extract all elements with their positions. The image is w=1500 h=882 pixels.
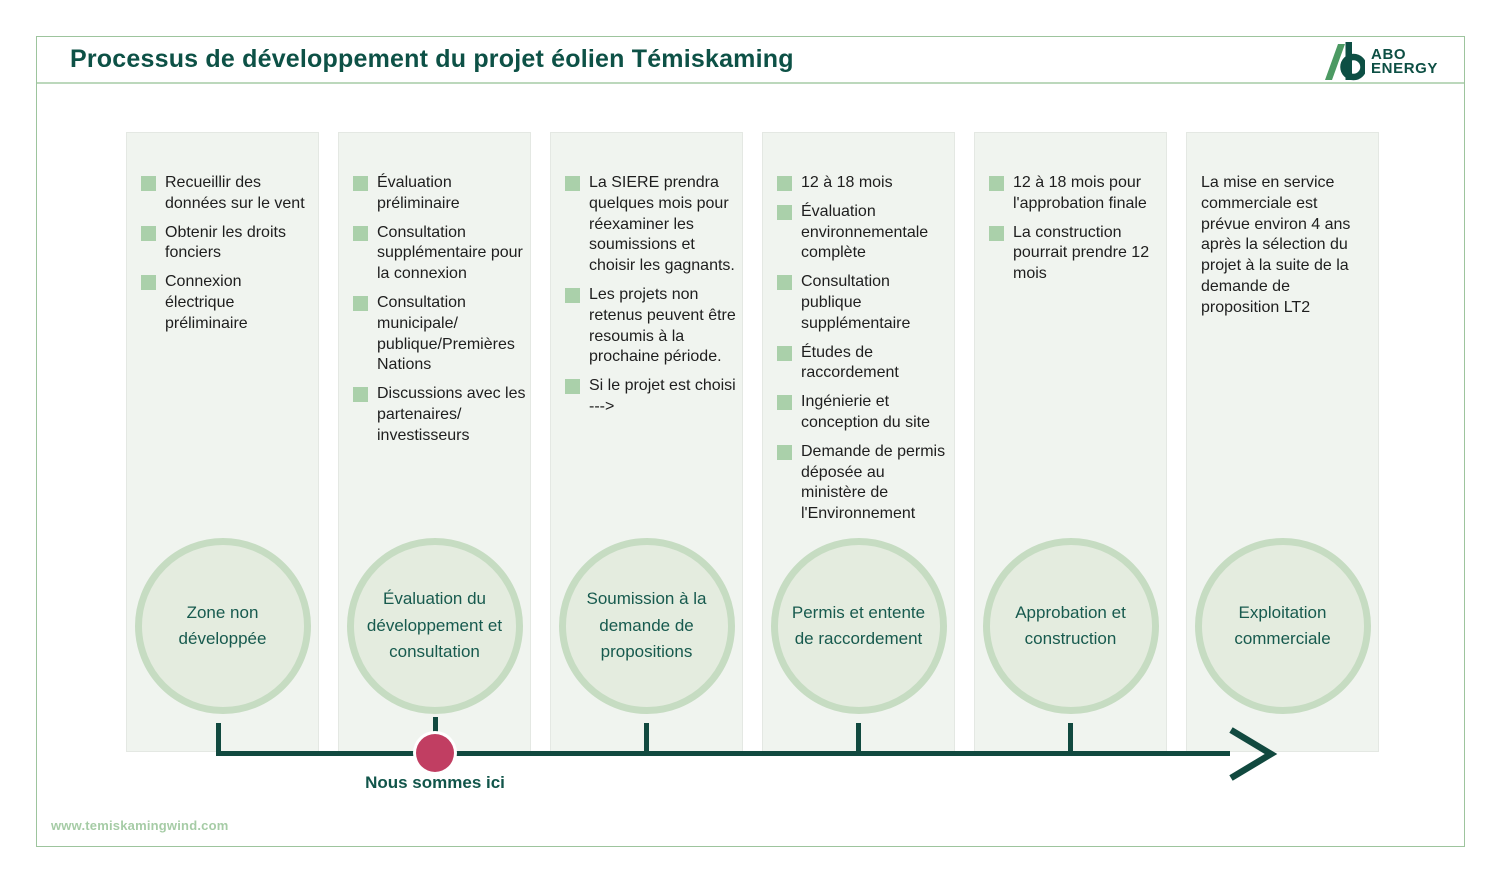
- stage-column-exploitation-commerciale: La mise en service commerciale est prévu…: [1186, 132, 1379, 752]
- stage-column-soumission-propositions: La SIERE prendra quelques mois pour réex…: [550, 132, 743, 752]
- bullet-square-icon: [353, 387, 368, 403]
- bullet-square-icon: [777, 176, 792, 191]
- stage-circle-label: Soumission à la demande de propositions: [586, 589, 707, 662]
- bullet-item: Obtenir les droits fonciers: [141, 223, 314, 265]
- bullet-item: Évaluation préliminaire: [353, 173, 526, 215]
- bullet-text: Discussions avec les partenaires/ invest…: [377, 385, 526, 444]
- bullet-square-icon: [141, 275, 156, 291]
- bullet-item: Si le projet est choisi --->: [565, 376, 738, 418]
- bullet-text: Si le projet est choisi --->: [589, 377, 736, 415]
- header-bar: Processus de développement du projet éol…: [37, 37, 1464, 84]
- stage-circle-label: Exploitation commerciale: [1234, 602, 1331, 648]
- bullet-square-icon: [777, 204, 792, 220]
- abo-energy-logo: ABO ENERGY: [1319, 42, 1438, 82]
- stage-circle-label: Permis et entente de raccordement: [791, 602, 926, 648]
- bullet-square-icon: [353, 295, 368, 311]
- bullet-item: Connexion électrique préliminaire: [141, 272, 314, 334]
- bullet-item: La SIERE prendra quelques mois pour réex…: [565, 173, 738, 277]
- bullet-item: La construction pourrait prendre 12 mois: [989, 223, 1162, 285]
- bullet-text: Connexion électrique préliminaire: [165, 273, 248, 332]
- bullet-square-icon: [353, 176, 368, 191]
- stage-column-permis-raccordement: 12 à 18 mois Évaluation environnementale…: [762, 132, 955, 752]
- bullet-item: Discussions avec les partenaires/ invest…: [353, 384, 526, 446]
- stage-circle: Soumission à la demande de propositions: [558, 538, 735, 714]
- stage-column-approbation-construction: 12 à 18 mois pour l'approbation finale L…: [974, 132, 1167, 752]
- bullet-item: Ingénierie et conception du site: [777, 392, 950, 434]
- abo-energy-logo-icon: [1325, 42, 1366, 81]
- logo-line-2: ENERGY: [1371, 60, 1438, 77]
- bullet-item: Évaluation environnementale complète: [777, 202, 950, 264]
- bullet-text: Consultation supplémentaire pour la conn…: [377, 223, 523, 283]
- bullet-text: Évaluation environnementale complète: [801, 202, 929, 262]
- slide-frame: Processus de développement du projet éol…: [36, 36, 1465, 847]
- bullet-item: 12 à 18 mois pour l'approbation finale: [989, 173, 1162, 215]
- bullet-text: Consultation publique supplémentaire: [801, 273, 911, 332]
- timeline-tick-stage5: [1068, 723, 1073, 751]
- bullet-square-icon: [989, 225, 1004, 241]
- stage-circle: Évaluation du développement et consultat…: [346, 538, 523, 714]
- here-label: Nous sommes ici: [365, 773, 505, 792]
- bullet-text: Demande de permis déposée au ministère d…: [801, 442, 946, 523]
- bullet-square-icon: [141, 225, 156, 241]
- stage-column-evaluation-consultation: Évaluation préliminaire Consultation sup…: [338, 132, 531, 752]
- bullet-square-icon: [565, 287, 580, 303]
- bullet-square-icon: [565, 176, 580, 191]
- bullet-square-icon: [989, 176, 1004, 191]
- stage-circle: Permis et entente de raccordement: [770, 538, 947, 714]
- bullet-text: Études de raccordement: [801, 343, 899, 382]
- bullet-item: Études de raccordement: [777, 343, 950, 385]
- stage-column-zone-non-developpee: Recueillir des données sur le vent Obten…: [126, 132, 319, 752]
- stage-circle-label: Zone non développée: [178, 602, 267, 648]
- abo-energy-logo-text: ABO ENERGY: [1371, 45, 1438, 77]
- bullet-square-icon: [565, 379, 580, 395]
- stage-circle-label: Évaluation du développement et consultat…: [366, 589, 503, 662]
- stage-circle: Approbation et construction: [982, 538, 1159, 714]
- bullet-text: 12 à 18 mois pour l'approbation finale: [1013, 174, 1147, 212]
- bullet-text: Obtenir les droits fonciers: [165, 223, 286, 262]
- bullet-text: Évaluation préliminaire: [377, 174, 460, 212]
- bullet-item: Consultation municipale/ publique/Premiè…: [353, 293, 526, 376]
- logo-line-1: ABO: [1371, 45, 1407, 63]
- bullet-text: 12 à 18 mois: [801, 174, 893, 191]
- stage-circle: Exploitation commerciale: [1194, 538, 1371, 714]
- bullet-square-icon: [777, 345, 792, 361]
- bullet-square-icon: [141, 176, 156, 191]
- bullet-text: Ingénierie et conception du site: [801, 393, 930, 431]
- bullet-item: Demande de permis déposée au ministère d…: [777, 442, 950, 525]
- website-url: www.temiskamingwind.com: [51, 818, 229, 833]
- bullet-text: Les projets non retenus peuvent être res…: [589, 285, 736, 366]
- timeline-start-riser: [216, 723, 221, 756]
- bullet-item: Les projets non retenus peuvent être res…: [565, 285, 738, 368]
- bullet-item: 12 à 18 mois: [777, 173, 950, 194]
- bullet-item: Recueillir des données sur le vent: [141, 173, 314, 215]
- stage-circle: Zone non développée: [134, 538, 311, 714]
- bullet-square-icon: [777, 395, 792, 411]
- bullet-square-icon: [777, 275, 792, 291]
- page-title: Processus de développement du projet éol…: [70, 45, 794, 73]
- stage-paragraph: La mise en service commerciale est prévu…: [1201, 174, 1351, 316]
- bullet-text: Consultation municipale/ publique/Premiè…: [377, 293, 515, 374]
- timeline-tick-stage4: [856, 723, 861, 751]
- bullet-text: La SIERE prendra quelques mois pour réex…: [589, 174, 735, 275]
- current-position-dot: [416, 734, 454, 772]
- bullet-item: Consultation supplémentaire pour la conn…: [353, 223, 526, 285]
- timeline-tick-stage3: [644, 723, 649, 751]
- bullet-square-icon: [777, 444, 792, 460]
- timeline-arrowhead-icon: [1229, 727, 1278, 781]
- bullet-item: Consultation publique supplémentaire: [777, 272, 950, 334]
- bullet-square-icon: [353, 225, 368, 241]
- stage-circle-label: Approbation et construction: [1015, 602, 1126, 648]
- timeline-line: [216, 751, 1230, 756]
- bullet-text: Recueillir des données sur le vent: [165, 174, 305, 212]
- bullet-text: La construction pourrait prendre 12 mois: [1013, 223, 1150, 283]
